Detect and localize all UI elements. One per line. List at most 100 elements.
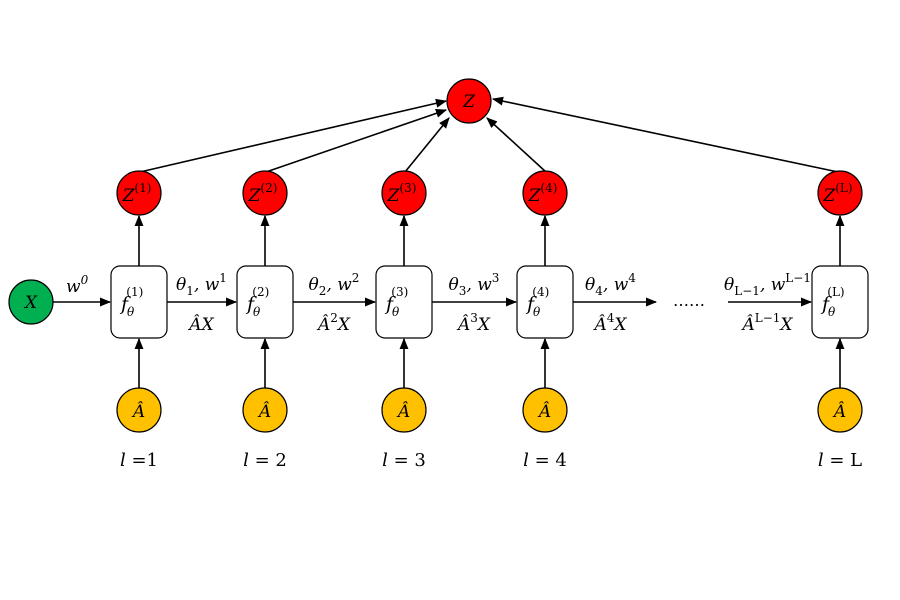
edge-w: , w xyxy=(466,275,492,295)
edge-a-sup: 2 xyxy=(330,311,338,325)
adjacency-label: Â xyxy=(537,401,551,422)
layer-output-base: Z xyxy=(387,186,401,206)
block-base: f xyxy=(525,293,537,315)
final-output-label: Z xyxy=(462,92,476,112)
edge-theta: θ xyxy=(176,275,186,295)
layer-block-label: fθ (1) xyxy=(119,285,143,319)
edge-z4-to-z xyxy=(486,117,547,173)
layer-var: l xyxy=(382,450,388,471)
input-node: X xyxy=(8,279,54,325)
edge-a-sup: 3 xyxy=(470,311,478,325)
edge-label-bottom: Â4X xyxy=(592,311,627,335)
edge-w: , w xyxy=(760,275,786,295)
edge-theta-sub: 4 xyxy=(595,284,603,298)
block-base: f xyxy=(119,293,131,315)
layer-output-node xyxy=(242,170,288,216)
layer-block-label: fθ(L) xyxy=(820,285,845,319)
adjacency-node xyxy=(522,387,568,433)
layer-block-label: fθ(4) xyxy=(525,285,549,319)
adjacency-node xyxy=(242,387,288,433)
edge-w: , w xyxy=(326,275,352,295)
edge-a: Â xyxy=(740,314,754,335)
adjacency-label: Â xyxy=(131,401,145,422)
layer-output-base: Z xyxy=(248,186,262,206)
edge-label-top: θ1, w1 xyxy=(176,271,227,298)
adjacency-node xyxy=(817,387,863,433)
edge-label-bottom: Â3X xyxy=(456,311,491,335)
layer-value: = L xyxy=(824,450,863,471)
edge-x: X xyxy=(778,315,793,335)
layer-var: l xyxy=(243,450,249,471)
layer-output-sup: (1) xyxy=(134,181,151,195)
adjacency-node xyxy=(116,387,162,433)
edge-a: Â xyxy=(456,314,470,335)
final-output-node: Z xyxy=(446,78,492,124)
edge-a-sup: 4 xyxy=(607,311,615,325)
layer-output-node xyxy=(116,170,162,216)
layer-output-sup: (3) xyxy=(399,181,416,195)
edge-label-top: θ4, w4 xyxy=(585,271,636,298)
block-sub: θ xyxy=(392,305,400,319)
edge-a: Â xyxy=(592,314,606,335)
edge-z3-to-z xyxy=(404,117,450,173)
edge-w: , w xyxy=(603,275,629,295)
layer-L: Z(L)Âfθ(L)l = LθL−1, wL−1ÂL−1X xyxy=(724,170,869,471)
aggregation-edges xyxy=(139,96,839,173)
edge-label-top: θ2, w2 xyxy=(309,271,360,298)
block-base: f xyxy=(384,293,396,315)
layer-output-label: Z(1) xyxy=(122,181,152,206)
layer-output-sup: (2) xyxy=(260,181,277,195)
adjacency-label: Â xyxy=(832,401,846,422)
edge-theta-sub: L−1 xyxy=(734,284,760,298)
layer-output-label: Z(4) xyxy=(528,181,558,206)
block-sub: θ xyxy=(253,305,261,319)
block-base: f xyxy=(820,293,832,315)
edge-z2-to-z xyxy=(265,109,448,173)
edge-a-sup: L−1 xyxy=(755,311,781,325)
edge-label-bottom: ÂX xyxy=(187,314,214,335)
layer-output-node xyxy=(817,170,863,216)
edge-label-top: θL−1, wL−1 xyxy=(724,271,811,298)
block-sup: (2) xyxy=(252,285,269,299)
block-sup: (1) xyxy=(126,285,143,299)
edge-w-sup: 1 xyxy=(219,271,227,285)
layer-output-node xyxy=(522,170,568,216)
edge-z1-to-z xyxy=(139,98,448,173)
edge-theta: θ xyxy=(449,275,459,295)
layer-block xyxy=(110,265,168,339)
layer-var: l xyxy=(818,450,824,471)
block-base: f xyxy=(245,293,257,315)
input-edge-label: w0 xyxy=(66,273,89,297)
layer-var: l xyxy=(523,450,529,471)
adjacency-label: Â xyxy=(257,401,271,422)
edge-theta: θ xyxy=(309,275,319,295)
block-sup: (4) xyxy=(532,285,549,299)
edge-a: ÂX xyxy=(187,314,214,335)
layer-index-label: l =1 xyxy=(120,450,158,471)
edge-w-sup: 2 xyxy=(352,271,360,285)
edge-w-sup: L−1 xyxy=(785,271,811,285)
layer-block xyxy=(375,265,433,339)
block-sup: (3) xyxy=(391,285,408,299)
block-sup: (L) xyxy=(827,285,844,299)
layer-index-label: l = L xyxy=(818,450,862,471)
edge-w-sup: 3 xyxy=(492,271,500,285)
layer-block xyxy=(236,265,294,339)
layer-index-label: l = 2 xyxy=(243,450,287,471)
layer-output-base: Z xyxy=(822,186,836,206)
edge-theta: θ xyxy=(585,275,595,295)
edge-theta-sub: 2 xyxy=(319,284,327,298)
edge-x: X xyxy=(336,315,351,335)
edge-w: , w xyxy=(194,275,220,295)
layer-block-label: fθ (3) xyxy=(384,285,408,319)
edge-a: Â xyxy=(316,314,330,335)
block-sub: θ xyxy=(127,305,135,319)
layer-block xyxy=(811,265,869,339)
edge-label-top: θ3, w3 xyxy=(449,271,500,298)
layer-output-node xyxy=(381,170,427,216)
